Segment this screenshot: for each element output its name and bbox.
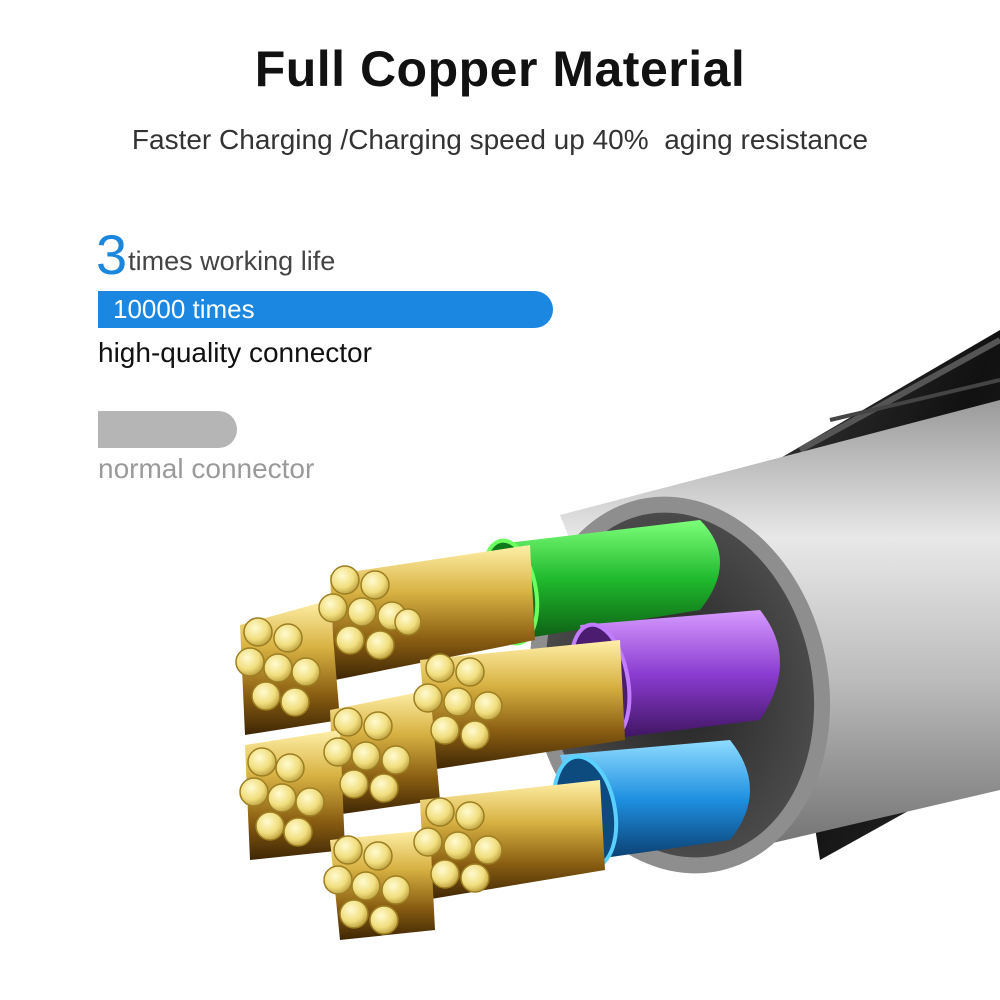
working-life-text: times working life [128, 246, 336, 276]
working-life-label: 3times working life [96, 222, 335, 287]
normal-bar [98, 411, 237, 448]
high-quality-bar: 10000 times [98, 291, 553, 328]
copper-bundles [235, 545, 625, 940]
high-quality-bar-label: 10000 times [113, 294, 255, 324]
working-life-number: 3 [96, 223, 128, 286]
normal-label: normal connector [98, 453, 315, 484]
high-quality-label: high-quality connector [98, 337, 372, 368]
page-subtitle: Faster Charging /Charging speed up 40% a… [131, 124, 869, 155]
page-title: Full Copper Material [254, 41, 746, 97]
